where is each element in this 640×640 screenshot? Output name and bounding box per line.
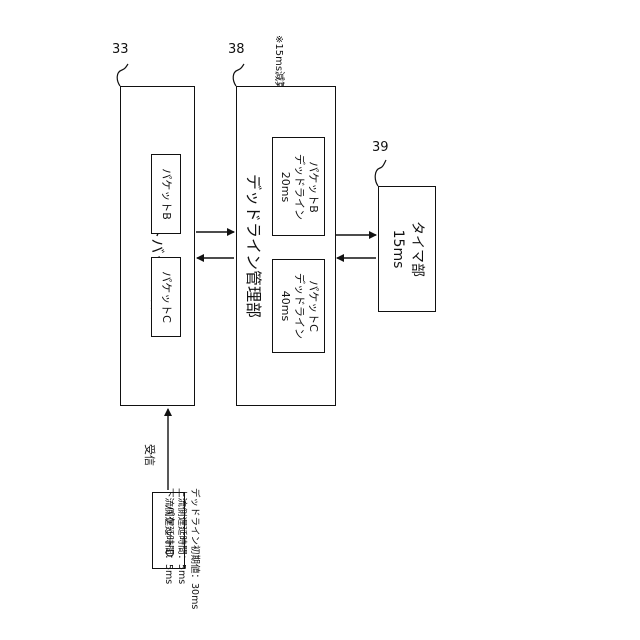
deadline-packet-c: パケットC デッドライン 40ms (272, 259, 325, 353)
buffer-packet-c-label: パケットC (159, 271, 173, 323)
deadline-c-line1: パケットC (306, 273, 320, 339)
deadline-b-line3: 20ms (278, 154, 292, 220)
buffer-packet-b-label: パケットB (159, 168, 173, 220)
deadline-c-line2: デッドライン (292, 273, 306, 339)
leader-38 (233, 64, 244, 86)
deadline-manager-block: デッドライン管理部 (236, 86, 336, 406)
ref-38: 38 (228, 42, 245, 57)
deadline-manager-title: デッドライン管理部 (243, 174, 267, 318)
packet-buffer-block: パケットバッファ部 (120, 86, 195, 406)
deadline-packet-b: パケットB デッドライン 20ms (272, 137, 325, 236)
ref-39: 39 (372, 140, 389, 155)
deadline-b-line2: デッドライン (292, 154, 306, 220)
receive-label: 受信 (142, 444, 158, 466)
deadline-b-line1: パケットB (306, 154, 320, 220)
timer-title: タイマ部 (407, 221, 426, 277)
packet-d-note-initial: デッドライン初期値：30ms (189, 488, 203, 609)
deadline-packet-c-text: パケットC デッドライン 40ms (278, 273, 320, 339)
deadline-c-line3: 40ms (278, 273, 292, 339)
buffer-packet-b: パケットB (151, 154, 181, 234)
subtract-note: ※15ms減算 (273, 35, 288, 91)
packet-d-note-upstream: 上流側遅延時間：5ms (176, 488, 190, 584)
ref-33: 33 (112, 42, 129, 57)
packet-d-note-downstream: 下流側遅延時間：5ms (163, 488, 177, 584)
buffer-packet-c: パケットC (151, 257, 181, 337)
leader-33 (117, 64, 128, 86)
deadline-packet-b-text: パケットB デッドライン 20ms (278, 154, 320, 220)
timer-text: タイマ部 15ms (388, 221, 426, 277)
leader-39 (375, 160, 386, 186)
timer-block: タイマ部 15ms (378, 186, 436, 312)
timer-value: 15ms (388, 221, 407, 277)
